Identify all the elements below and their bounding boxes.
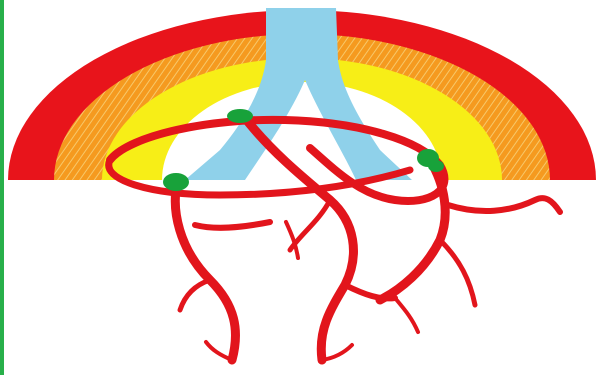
node-2 — [163, 173, 189, 191]
left-border — [0, 0, 4, 375]
node-1 — [227, 109, 253, 123]
node-4 — [428, 160, 444, 172]
